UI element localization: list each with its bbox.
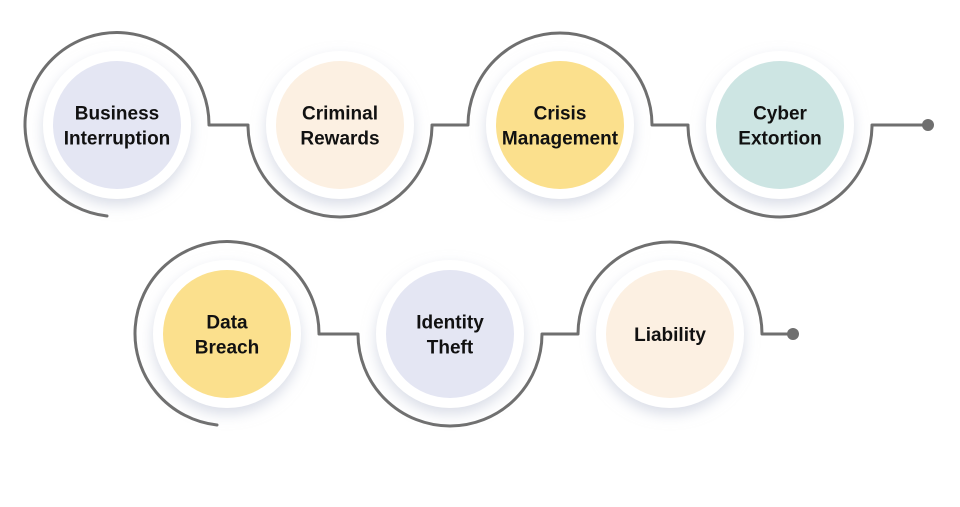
connector-endpoint-dot [787,328,799,340]
node-disc [276,61,404,189]
node-label: Theft [427,338,474,359]
connector-layer [23,31,934,428]
node-label: Data [206,313,248,334]
node-disc [606,270,734,398]
node-label: Identity [416,313,484,334]
node-disc [496,61,624,189]
node-label: Cyber [753,104,807,125]
process-step-node: Liability [596,260,744,408]
node-label: Criminal [302,104,378,125]
connector-line [133,240,795,428]
node-disc [716,61,844,189]
node-label: Interruption [64,129,171,150]
node-label: Management [502,129,619,150]
node-label: Liability [634,325,706,346]
node-label: Rewards [300,129,379,150]
node-label: Crisis [534,104,587,125]
connector-line [23,31,930,219]
node-disc [163,270,291,398]
node-disc [386,270,514,398]
node-disc [53,61,181,189]
connector-endpoint-dot [922,119,934,131]
node-label: Breach [195,338,259,359]
node-label: Extortion [738,129,821,150]
node-label: Business [75,104,159,125]
